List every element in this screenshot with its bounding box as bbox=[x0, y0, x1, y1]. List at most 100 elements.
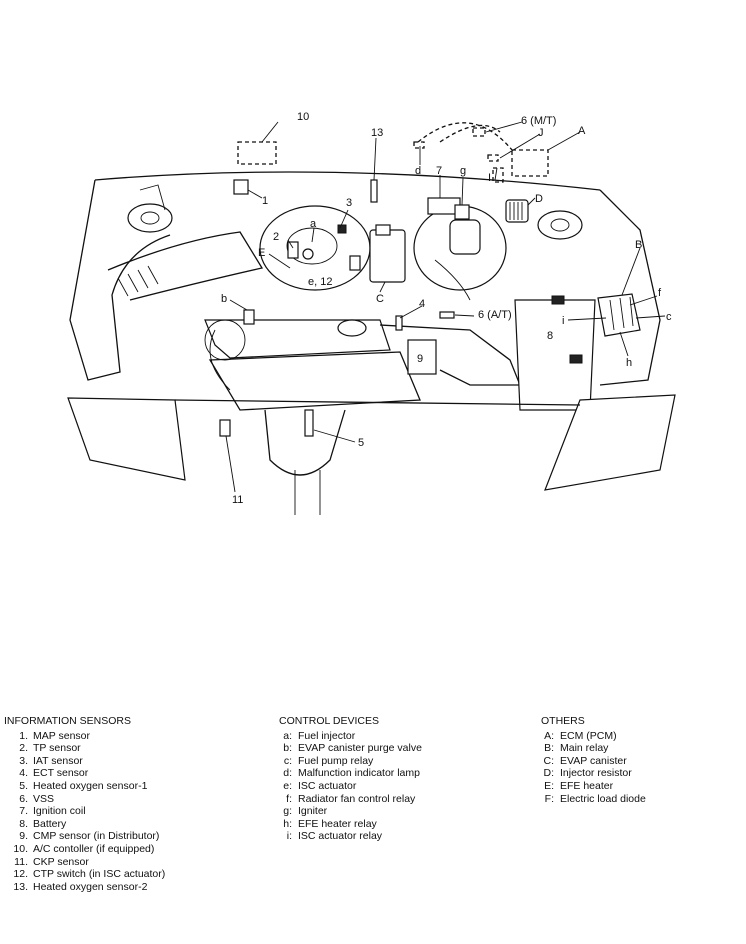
callout-4: 4 bbox=[419, 298, 425, 310]
legend-item: 3. IAT sensor bbox=[4, 755, 165, 768]
callout-3: 3 bbox=[346, 197, 352, 209]
legend-key: A: bbox=[544, 729, 554, 742]
callout-7: 7 bbox=[436, 165, 442, 177]
legend-item: f:Radiator fan control relay bbox=[279, 793, 422, 806]
callout-6mt: 6 (M/T) bbox=[521, 115, 556, 127]
callout-b: b bbox=[221, 293, 227, 305]
legend-item: 6.VSS bbox=[4, 793, 165, 806]
callout-A: A bbox=[578, 125, 586, 137]
legend-key: D: bbox=[543, 767, 555, 780]
cowl-line bbox=[94, 171, 601, 191]
ho2s-2 bbox=[370, 179, 378, 203]
throttle-body bbox=[259, 205, 371, 291]
vss-at bbox=[439, 311, 455, 319]
legend-key: 5. bbox=[19, 779, 28, 792]
legend-key: 11. bbox=[14, 855, 28, 868]
legend-item: c:Fuel pump relay bbox=[279, 755, 422, 768]
injector-resistor bbox=[505, 199, 529, 223]
left-strut-tower bbox=[127, 184, 173, 233]
legend-key: 13. bbox=[13, 880, 28, 893]
legend-key: 4. bbox=[19, 767, 28, 780]
legend-label: CKP sensor bbox=[33, 855, 89, 868]
legend-label: CMP sensor (in Distributor) bbox=[33, 830, 160, 843]
legend-label: Ignition coil bbox=[33, 805, 86, 818]
brake-booster bbox=[413, 205, 507, 301]
legend-key: F: bbox=[544, 792, 554, 805]
legend-key: a: bbox=[283, 729, 292, 742]
legend-label: Heated oxygen sensor-2 bbox=[33, 880, 148, 893]
legend-item: h: EFE heater relay bbox=[279, 818, 422, 831]
legend-title: INFORMATION SENSORS bbox=[4, 715, 131, 727]
legend-label: Injector resistor bbox=[560, 767, 632, 780]
legend-key: e: bbox=[283, 779, 292, 792]
legend-label: Battery bbox=[33, 817, 67, 830]
legend-title: OTHERS bbox=[541, 715, 585, 727]
left-fender bbox=[69, 179, 171, 381]
legend-key: 2. bbox=[19, 742, 28, 755]
legend-item: g:Igniter bbox=[279, 805, 422, 818]
callout-C: C bbox=[376, 293, 384, 305]
callout-i: i bbox=[562, 315, 564, 327]
legend-item: 4. ECT sensor bbox=[4, 767, 165, 780]
callout-9: 9 bbox=[417, 353, 423, 365]
legend-key: 1. bbox=[19, 729, 28, 742]
legend-item: E:EFE heater bbox=[541, 780, 646, 793]
legend-key: 12. bbox=[13, 868, 28, 881]
legend-label: Electric load diode bbox=[560, 792, 646, 805]
callout-f: f bbox=[658, 287, 662, 299]
legend-item: 9. CMP sensor (in Distributor) bbox=[4, 830, 165, 843]
callout-1: 1 bbox=[262, 195, 268, 207]
legend-title: CONTROL DEVICES bbox=[279, 715, 379, 727]
legend-label: IAT sensor bbox=[33, 754, 83, 767]
legend-label: ISC actuator relay bbox=[298, 830, 383, 843]
callout-B: B bbox=[635, 239, 642, 251]
callout-e12: e, 12 bbox=[308, 276, 332, 288]
legend-label: Radiator fan control relay bbox=[298, 792, 416, 805]
ho2s-1 bbox=[304, 409, 314, 437]
legend-item: F: Electric load diode bbox=[541, 793, 646, 806]
legend-label: ECT sensor bbox=[33, 767, 89, 780]
legend-label: ISC actuator bbox=[298, 779, 357, 792]
legend-label: Main relay bbox=[560, 742, 609, 755]
legend-item: b:EVAP canister purge valve bbox=[279, 742, 422, 755]
legend-key: g: bbox=[283, 805, 292, 818]
distributor bbox=[407, 339, 437, 375]
intake-hose bbox=[107, 231, 264, 301]
purge-valve bbox=[243, 309, 255, 325]
callout-11: 11 bbox=[232, 494, 243, 506]
legend-item: 11. CKP sensor bbox=[4, 856, 165, 869]
callout-d: d bbox=[415, 165, 421, 177]
legend-label: ECM (PCM) bbox=[560, 729, 617, 742]
callout-10: 10 bbox=[297, 111, 309, 123]
battery bbox=[514, 295, 596, 411]
legend-label: EFE heater relay bbox=[298, 817, 377, 830]
legend-key: 9. bbox=[19, 830, 28, 843]
legend-key: 3. bbox=[19, 754, 28, 767]
legend-label: A/C contoller (if equipped) bbox=[33, 842, 155, 855]
callout-a: a bbox=[310, 218, 317, 230]
callout-8: 8 bbox=[547, 330, 553, 342]
legend-key: 7. bbox=[19, 805, 28, 818]
ac-controller bbox=[237, 141, 277, 165]
legend-label: EVAP canister purge valve bbox=[298, 742, 422, 755]
legend-label: Fuel injector bbox=[298, 729, 356, 742]
callout-13: 13 bbox=[371, 127, 383, 139]
relay-box bbox=[597, 293, 641, 337]
legend-item: 7. Ignition coil bbox=[4, 805, 165, 818]
legend-key: d: bbox=[283, 767, 292, 780]
legend-item: D: Injector resistor bbox=[541, 767, 646, 780]
legend-label: TP sensor bbox=[33, 742, 81, 755]
legend-key: h: bbox=[283, 817, 292, 830]
legend-key: E: bbox=[544, 779, 554, 792]
ckp-sensor bbox=[219, 419, 231, 437]
callout-J: J bbox=[538, 127, 544, 139]
callout-c: c bbox=[666, 311, 672, 323]
legend-item: 2. TP sensor bbox=[4, 742, 165, 755]
igniter bbox=[454, 204, 470, 220]
callout-h: h bbox=[626, 357, 632, 369]
callout-D: D bbox=[535, 193, 543, 205]
legend-item: C:EVAP canister bbox=[541, 755, 646, 768]
